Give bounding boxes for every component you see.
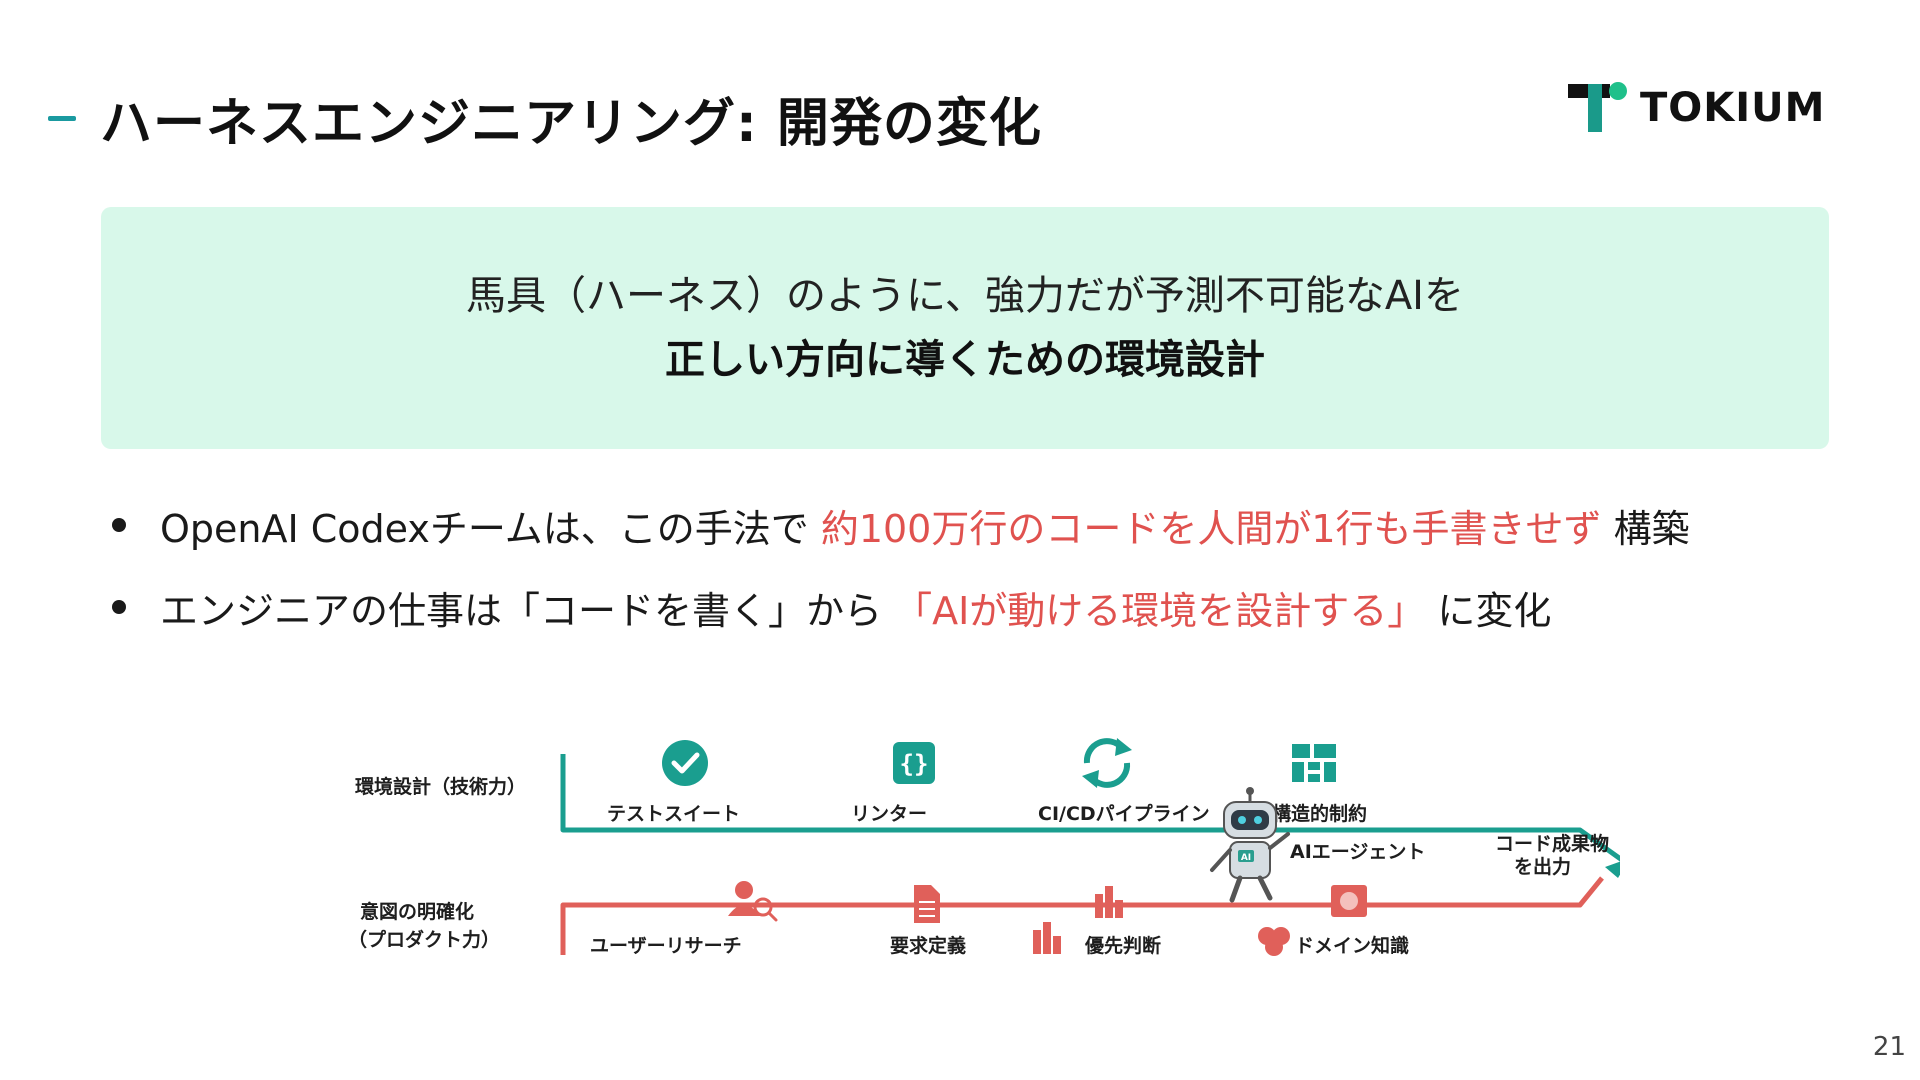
page-title: ハーネスエンジニアリング: 開発の変化 (100, 93, 1042, 154)
harness-diagram: 環境設計（技術力） 意図の明確化 （プロダクト力） テストスイート {} リンタ… (340, 730, 1630, 980)
bullet-text-before: エンジニアの仕事は「コードを書く」から (160, 588, 895, 633)
harness-diagram-svg: 環境設計（技術力） 意図の明確化 （プロダクト力） テストスイート {} リンタ… (348, 738, 1630, 957)
bullet-item: OpenAI Codexチームは、この手法で 約100万行のコードを人間が1行も… (104, 484, 1844, 566)
bullet-dot (112, 600, 126, 614)
callout-line-2: 正しい方向に導くための環境設計 (665, 337, 1265, 383)
bar-chart-icon (1095, 886, 1123, 918)
output-label-2: を出力 (1514, 855, 1571, 878)
bottom-row-label-2: （プロダクト力） (348, 928, 500, 951)
refresh-cycle-icon (1082, 738, 1132, 788)
definition-callout: 馬具（ハーネス）のように、強力だが予測不可能なAIを 正しい方向に導くための環境… (101, 207, 1829, 449)
top-item-label: テストスイート (607, 803, 740, 825)
title-accent-dash (48, 115, 76, 121)
top-item-label: リンター (851, 803, 927, 825)
robot-agent-icon: AI (1210, 787, 1290, 903)
check-circle-icon (662, 740, 708, 786)
bullet-list: OpenAI Codexチームは、この手法で 約100万行のコードを人間が1行も… (104, 484, 1844, 648)
structure-blocks-icon (1292, 744, 1336, 782)
tokium-logo-icon (1568, 82, 1627, 132)
bullet-text-highlight: 「AIが動ける環境を設計する」 (894, 588, 1426, 633)
bottom-row-label-1: 意図の明確化 (360, 900, 474, 923)
book-brain-icon (1331, 885, 1367, 917)
robot-badge-text: AI (1241, 853, 1251, 863)
bullet-text: OpenAI Codexチームは、この手法で 約100万行のコードを人間が1行も… (160, 498, 1690, 553)
top-flow-line (560, 754, 1624, 863)
bullet-text-highlight: 約100万行のコードを人間が1行も手書きせず (820, 506, 1602, 551)
output-label-1: コード成果物 (1495, 832, 1609, 855)
top-item-label: 構造的制約 (1272, 802, 1367, 825)
bottom-item-label: ユーザーリサーチ (590, 935, 742, 957)
bottom-flow-line (560, 876, 1604, 955)
output-arrowhead (1605, 858, 1630, 878)
svg-text:{}: {} (900, 750, 929, 778)
callout-line-1: 馬具（ハーネス）のように、強力だが予測不可能なAIを (466, 273, 1464, 319)
bullet-text-after: 構築 (1601, 506, 1690, 551)
document-icon (914, 885, 940, 923)
tokium-logo: TOKIUM (1568, 80, 1825, 136)
bottom-item-label: ドメイン知識 (1295, 934, 1409, 957)
user-search-icon (728, 881, 778, 922)
bottom-item-label: 要求定義 (890, 934, 966, 957)
bullet-text-after: に変化 (1425, 588, 1552, 633)
code-braces-icon: {} (893, 742, 935, 784)
brain-icon (1258, 927, 1290, 956)
logo-text: TOKIUM (1640, 85, 1826, 131)
page-number: 21 (1872, 1032, 1906, 1062)
bullet-dot (112, 518, 126, 532)
top-row-label: 環境設計（技術力） (355, 775, 526, 798)
top-item-label: CI/CDパイプライン (1038, 802, 1210, 825)
bullet-text-before: OpenAI Codexチームは、この手法で (160, 506, 821, 551)
bottom-item-label: 優先判断 (1084, 934, 1161, 957)
title-row: ハーネスエンジニアリング: 開発の変化 (48, 78, 1042, 158)
bar-chart-icon (1033, 922, 1061, 954)
bullet-item: エンジニアの仕事は「コードを書く」から 「AIが動ける環境を設計する」 に変化 (104, 566, 1844, 648)
bullet-text: エンジニアの仕事は「コードを書く」から 「AIが動ける環境を設計する」 に変化 (160, 580, 1551, 635)
agent-label: AIエージェント (1290, 841, 1425, 863)
